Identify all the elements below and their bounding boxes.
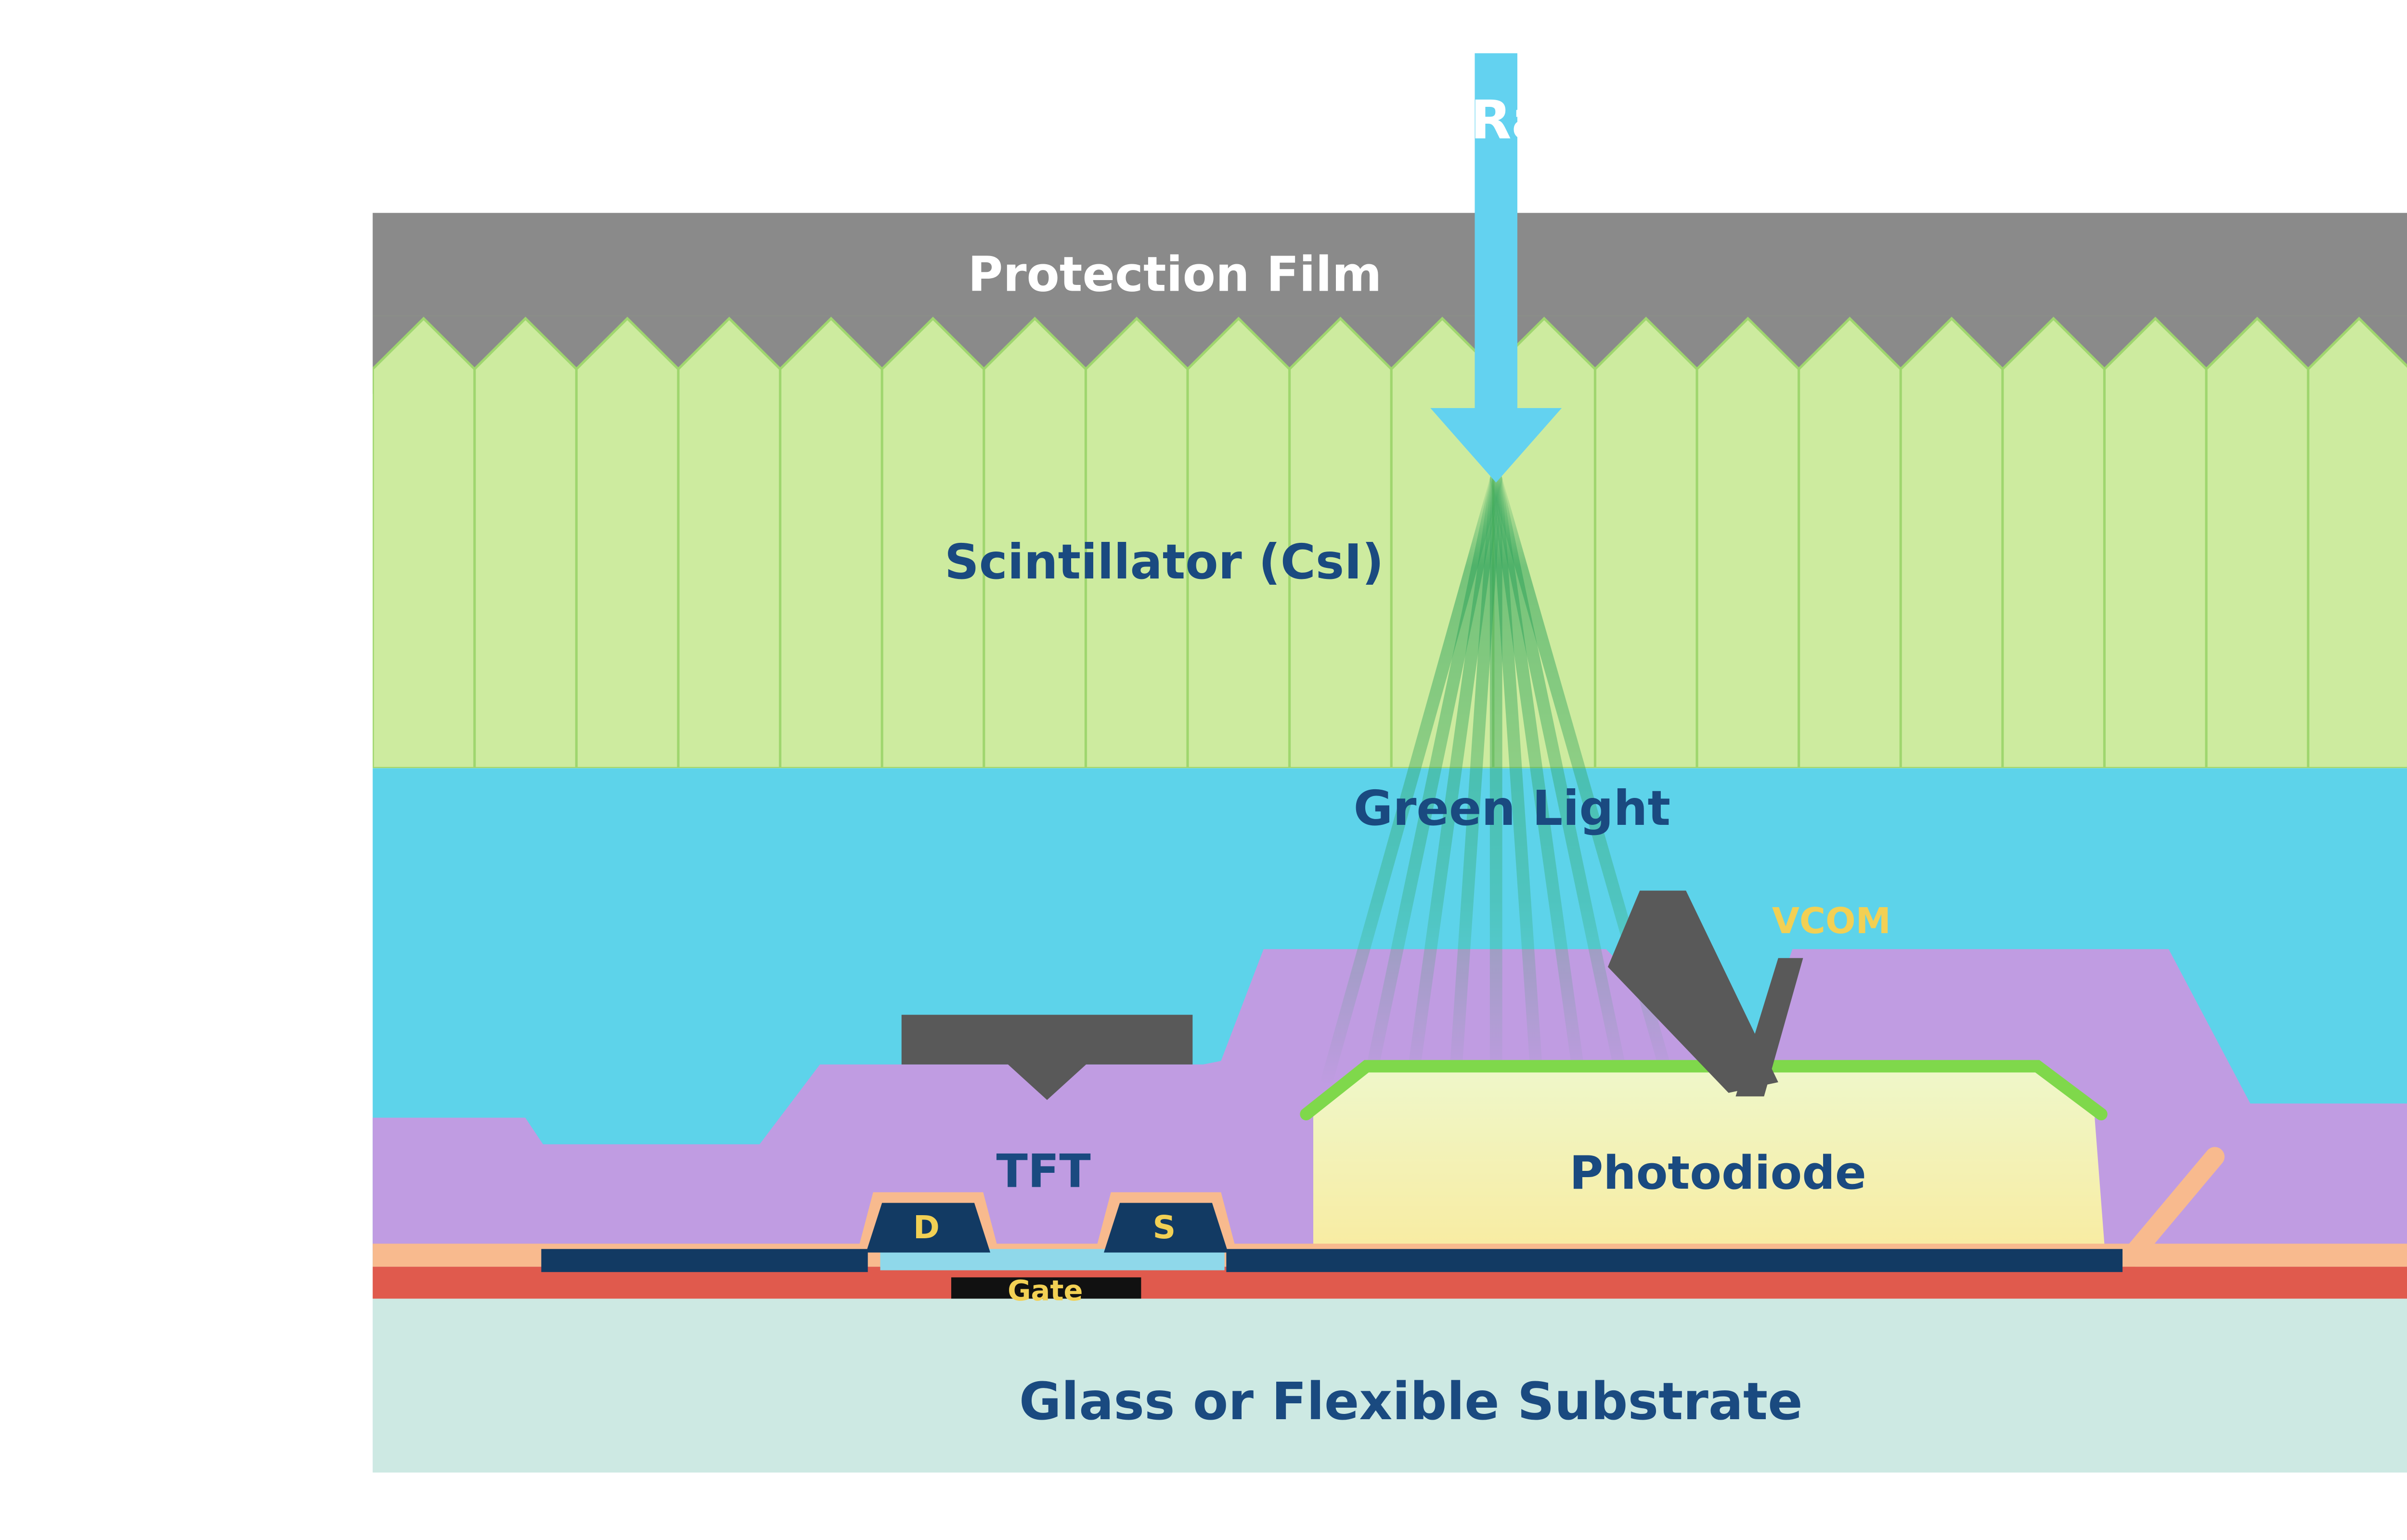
label-vcom: VCOM	[1772, 901, 1891, 942]
label-protection-film: Protection Film	[968, 247, 1382, 303]
label-drain: D	[913, 1208, 940, 1246]
source-electrode	[1104, 1203, 1229, 1253]
label-green-light: Green Light	[1354, 781, 1670, 836]
xray-beam-arrow	[1430, 53, 1562, 483]
green-light-rays	[1321, 473, 1675, 1085]
label-photodiode: Photodiode	[1569, 1146, 1866, 1200]
substrate-layer	[373, 1298, 2407, 1473]
label-xray: X-Ray	[1411, 90, 1580, 152]
data-line-right	[1226, 1249, 2123, 1272]
scintillator-layer	[373, 316, 2407, 769]
label-gate: Gate	[1008, 1274, 1083, 1307]
label-scintillator: Scintillator (CsI)	[945, 535, 1384, 590]
label-tft: TFT	[996, 1144, 1091, 1198]
photodiode-body	[1313, 1071, 2105, 1249]
label-source: S	[1152, 1208, 1176, 1246]
vcom-contact	[1607, 890, 1778, 1093]
vcom-contact-arm	[1735, 958, 1803, 1097]
light-shield-pad	[901, 1014, 1193, 1100]
drain-electrode	[866, 1203, 991, 1253]
photodiode-top-contact	[1300, 1060, 2108, 1121]
data-line-left	[541, 1249, 868, 1272]
passivation-right-step	[2112, 1147, 2225, 1277]
label-substrate: Glass or Flexible Substrate	[1019, 1372, 1803, 1432]
